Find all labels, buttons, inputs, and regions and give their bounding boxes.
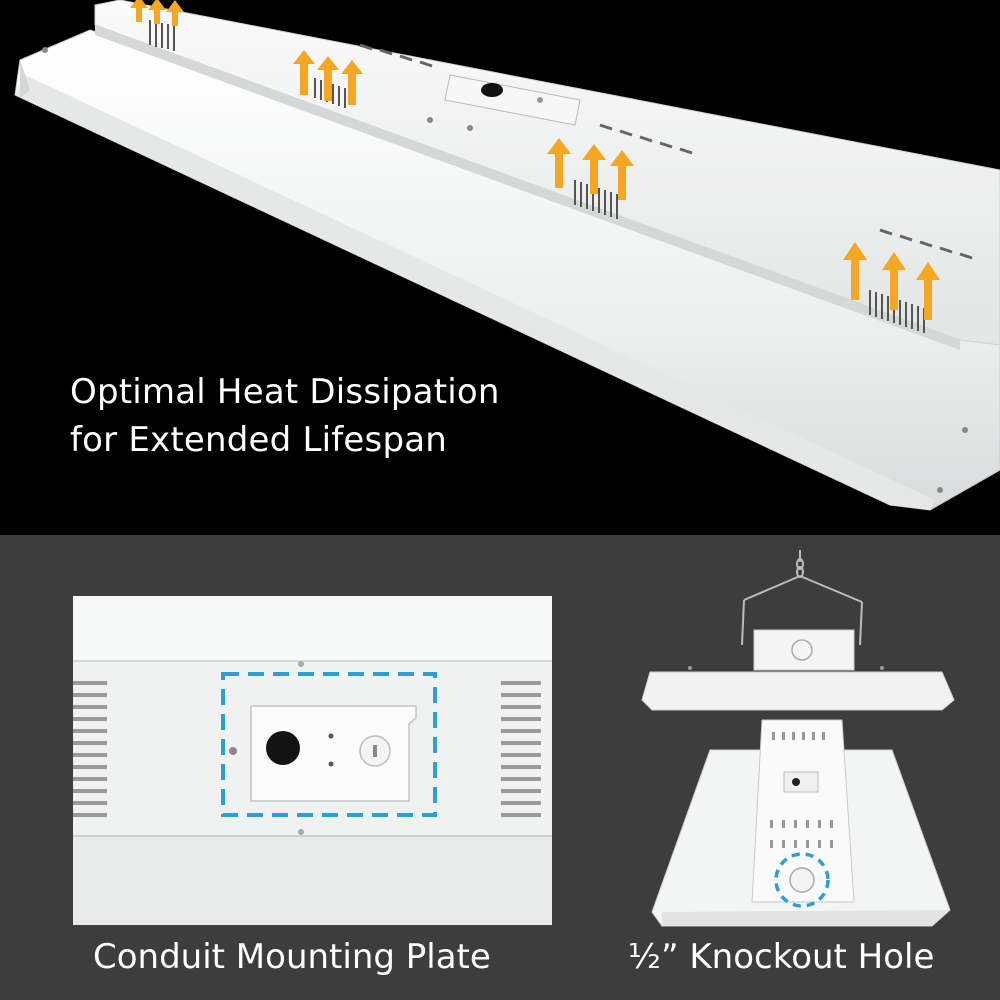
fixture-top-view: [651, 719, 951, 927]
caption-knockout-hole: ½” Knockout Hole: [628, 937, 935, 977]
headline-line-1: Optimal Heat Dissipation: [70, 372, 500, 412]
half-inch-knockout-hole: [789, 867, 815, 893]
caption-conduit-mounting-plate: Conduit Mounting Plate: [93, 937, 491, 977]
dashed-highlight-circle: [774, 852, 830, 908]
fixture-side-view: [641, 629, 955, 711]
conduit-plate-photo: [73, 596, 552, 925]
vent-slots-left: [73, 681, 107, 817]
conduit-plate-closeup: [73, 596, 552, 925]
high-bay-fixture-illustration: [14, 0, 1000, 511]
headline: Optimal Heat Dissipation for Extended Li…: [70, 368, 590, 464]
conduit-plate: [229, 661, 417, 835]
tray-lip: [15, 75, 935, 510]
fixture-side-and-top-views: [641, 550, 955, 927]
knockout-hole: [266, 731, 300, 765]
hero-section: Optimal Heat Dissipation for Extended Li…: [14, 0, 1000, 511]
vent-slots-right: [501, 681, 541, 817]
heat-flow-arrow-icon: [130, 0, 940, 320]
knockout-hole-view: [632, 550, 962, 930]
conduit-plate-top: [444, 74, 581, 126]
dashed-highlight-box: [221, 672, 437, 817]
headline-line-2: for Extended Lifespan: [70, 420, 448, 460]
hanger: [741, 550, 863, 646]
